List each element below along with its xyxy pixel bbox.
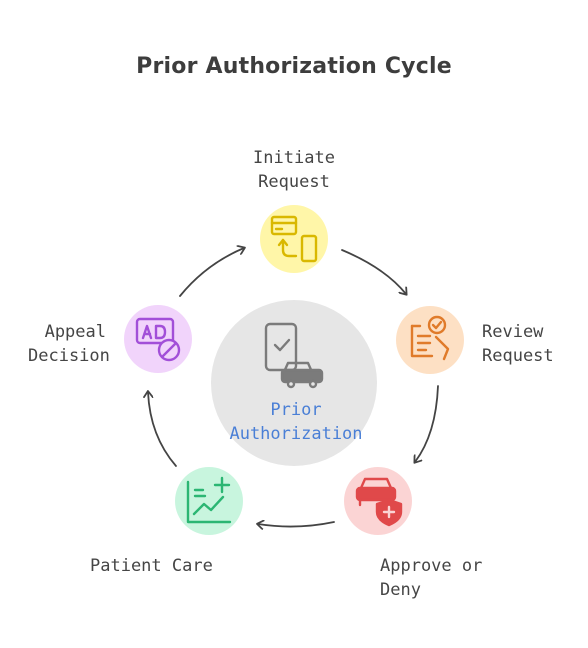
ad-block-icon (135, 317, 181, 362)
page-title: Prior Authorization Cycle (136, 54, 452, 79)
card-phone-icon (270, 215, 318, 263)
car-shield-icon (355, 477, 403, 527)
chart-plus-icon (186, 476, 232, 524)
center-label-line: Prior (270, 400, 322, 420)
label-line: Appeal (44, 322, 106, 342)
label-line: Initiate (253, 148, 335, 168)
label-patient-care: Patient Care (90, 554, 213, 578)
label-appeal-decision: Appeal Decision (28, 320, 110, 368)
step-review-request (396, 306, 464, 374)
phone-car-icon (264, 322, 324, 389)
label-line: Request (258, 172, 330, 192)
step-appeal-decision (124, 305, 192, 373)
cycle-arrows (148, 248, 439, 527)
label-approve-or-deny: Approve or Deny (380, 554, 482, 602)
step-approve-or-deny (344, 467, 412, 535)
step-patient-care (175, 467, 243, 535)
label-initiate-request: Initiate Request (252, 146, 336, 194)
center-label: Prior Authorization (214, 398, 378, 446)
center-label-line: Authorization (229, 424, 363, 444)
label-line: Decision (28, 346, 110, 366)
step-initiate-request (260, 205, 328, 273)
arrow-initiate-to-review (341, 249, 406, 294)
arrow-review-to-approve (415, 385, 439, 462)
center-node (211, 300, 377, 466)
label-line: Approve or (380, 556, 483, 576)
label-line: Review (482, 322, 544, 342)
arrow-approve-to-patient (258, 522, 335, 527)
clipboard-check-icon (410, 315, 450, 361)
label-line: Deny (380, 580, 421, 600)
label-review-request: Review Request (482, 320, 554, 368)
arrow-appeal-to-initiate (179, 248, 244, 297)
arrow-patient-to-appeal (148, 392, 177, 467)
label-line: Patient Care (90, 556, 213, 576)
label-line: Request (482, 346, 554, 366)
